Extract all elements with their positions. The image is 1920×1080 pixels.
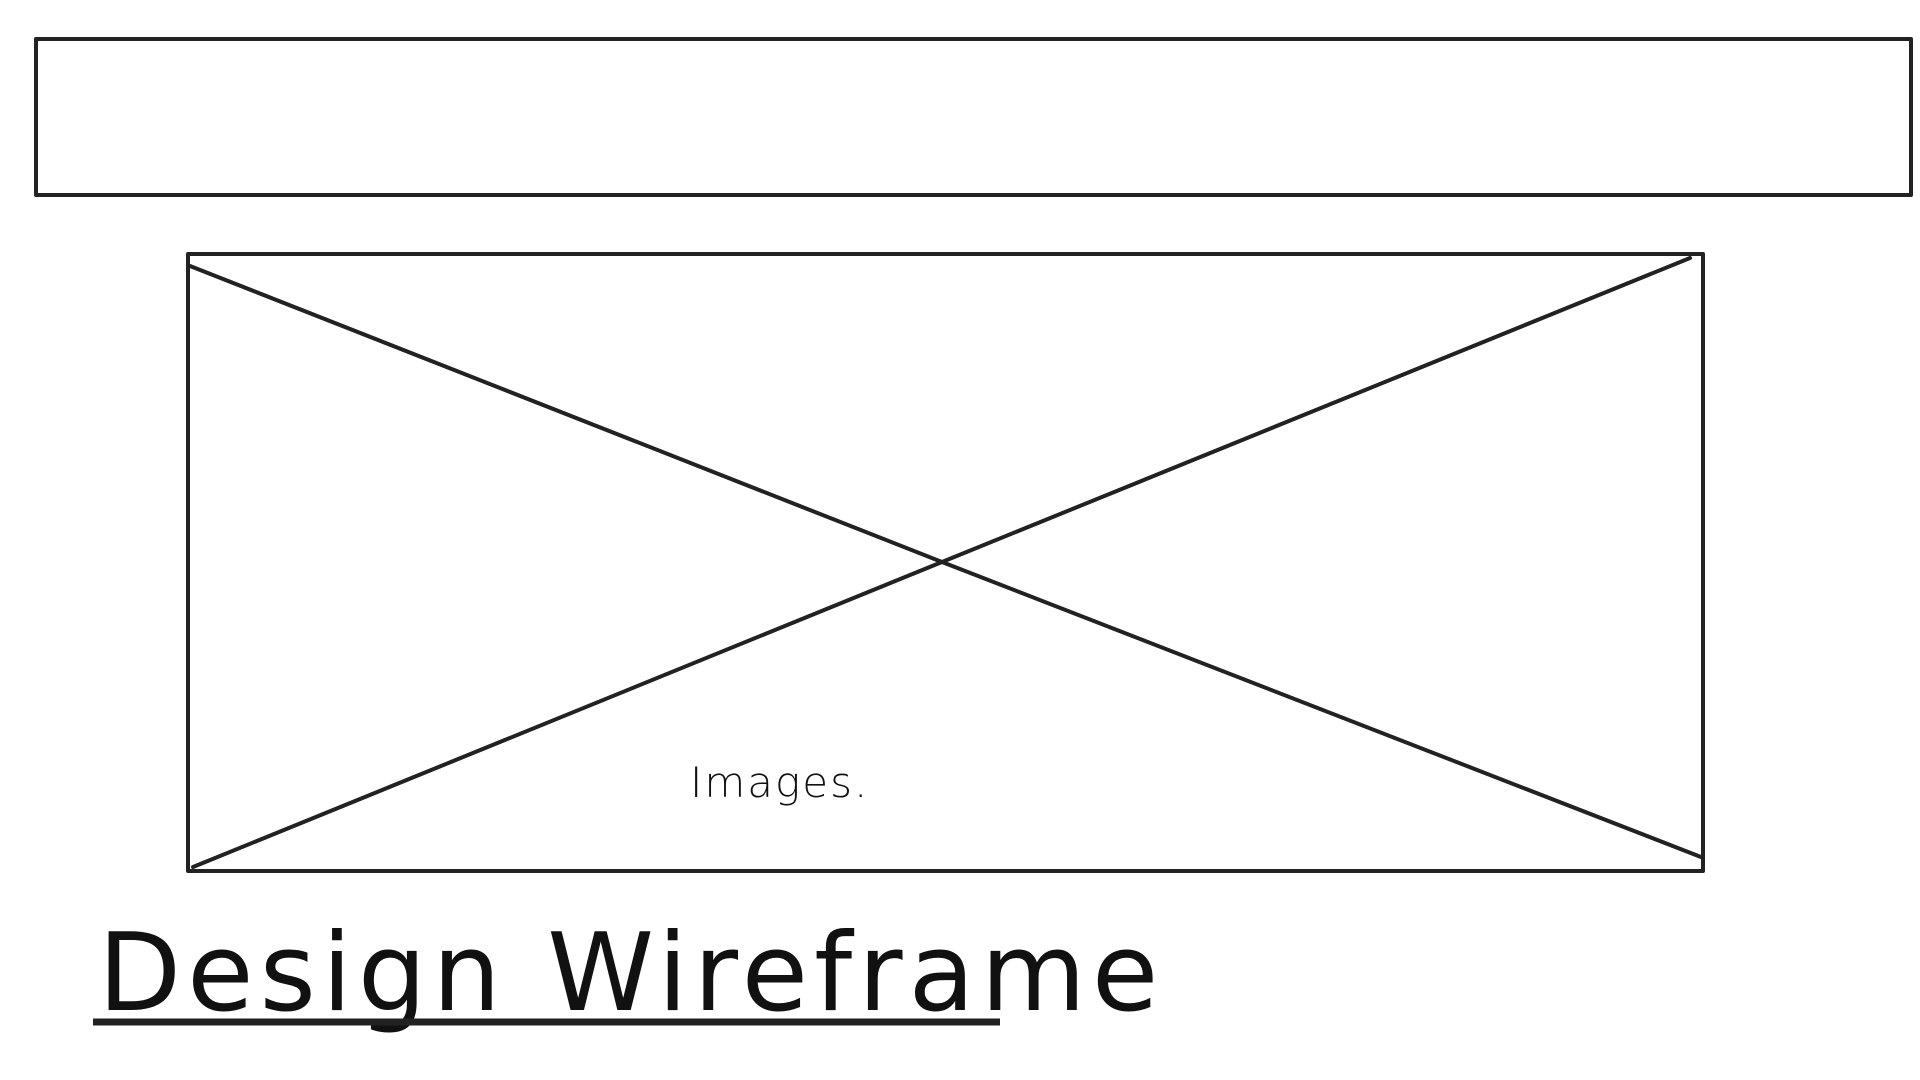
- image-placeholder-label: Images.: [690, 758, 869, 807]
- image-placeholder-frame: [186, 252, 1705, 873]
- page-title: Design Wireframe: [93, 911, 1164, 1036]
- header-bar: [34, 37, 1913, 197]
- image-placeholder-diagonal-up: [191, 256, 1692, 869]
- header-bar-outline: [34, 37, 1913, 197]
- image-placeholder: Images.: [186, 252, 1705, 873]
- title-text: Design Wireframe: [98, 911, 1164, 1036]
